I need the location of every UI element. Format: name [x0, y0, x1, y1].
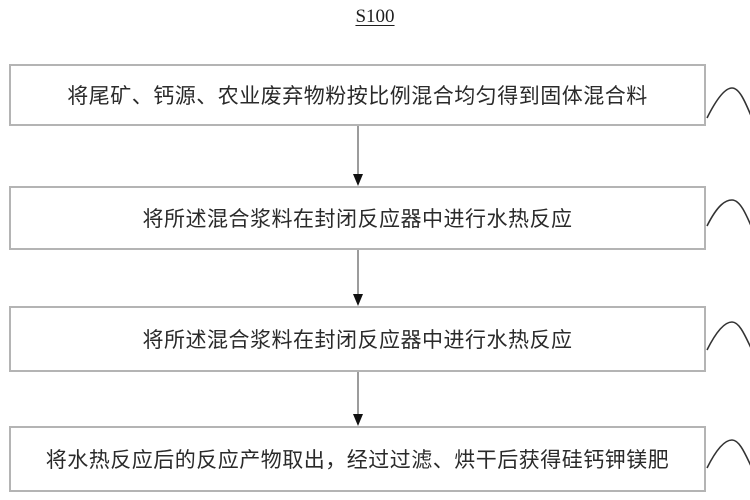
step-box-2: 将所述混合浆料在封闭反应器中进行水热反应	[9, 186, 706, 250]
arrow-down-icon	[353, 372, 363, 426]
leader-curve-icon	[706, 87, 750, 119]
arrow-down-icon	[353, 250, 363, 306]
arrow-down-icon	[353, 126, 363, 186]
leader-curve-icon	[706, 199, 750, 227]
step-box-3: 将所述混合浆料在封闭反应器中进行水热反应	[9, 306, 706, 372]
step-text-4: 将水热反应后的反应产物取出，经过过滤、烘干后获得硅钙钾镁肥	[45, 448, 670, 472]
leader-curve-icon	[706, 321, 750, 351]
step-text-1: 将尾矿、钙源、农业废弃物粉按比例混合均匀得到固体混合料	[67, 84, 648, 108]
step-box-4: 将水热反应后的反应产物取出，经过过滤、烘干后获得硅钙钾镁肥	[9, 426, 706, 492]
step-text-2: 将所述混合浆料在封闭反应器中进行水热反应	[142, 207, 573, 231]
step-box-1: 将尾矿、钙源、农业废弃物粉按比例混合均匀得到固体混合料	[9, 64, 706, 126]
diagram-title: S100	[355, 6, 395, 27]
step-text-3: 将所述混合浆料在封闭反应器中进行水热反应	[142, 328, 573, 352]
leader-curve-icon	[706, 439, 750, 469]
